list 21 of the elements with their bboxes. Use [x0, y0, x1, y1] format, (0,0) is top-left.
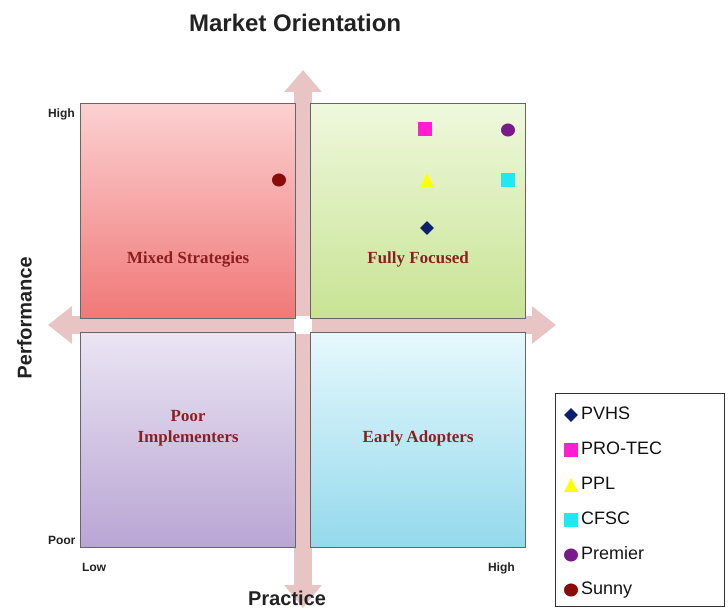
y-axis-title: Performance [14, 256, 38, 379]
x-high-label: High [488, 560, 515, 574]
legend-label: PRO-TEC [581, 438, 662, 459]
legend-label: CFSC [581, 508, 630, 529]
quadrant-label: Fully Focused [366, 247, 470, 268]
legend-label: Sunny [581, 578, 632, 599]
quadrant-panel [80, 332, 296, 548]
legend-label: PVHS [581, 403, 630, 424]
quadrant-panel [310, 103, 526, 319]
y-high-label: High [48, 106, 75, 120]
quadrant-label: Poor Implementers [136, 405, 240, 447]
y-low-label: Poor [48, 533, 76, 547]
quadrant-panel [310, 332, 526, 548]
legend-label: Premier [581, 543, 644, 564]
x-low-label: Low [82, 560, 106, 574]
quadrant-label: Early Adopters [362, 426, 474, 447]
legend-label: PPL [581, 473, 616, 494]
quadrant-label: Mixed Strategies [126, 247, 250, 268]
quadrant-panel [80, 103, 296, 319]
x-axis-title: Practice [248, 588, 326, 611]
chart-title: Market Orientation [188, 10, 402, 38]
